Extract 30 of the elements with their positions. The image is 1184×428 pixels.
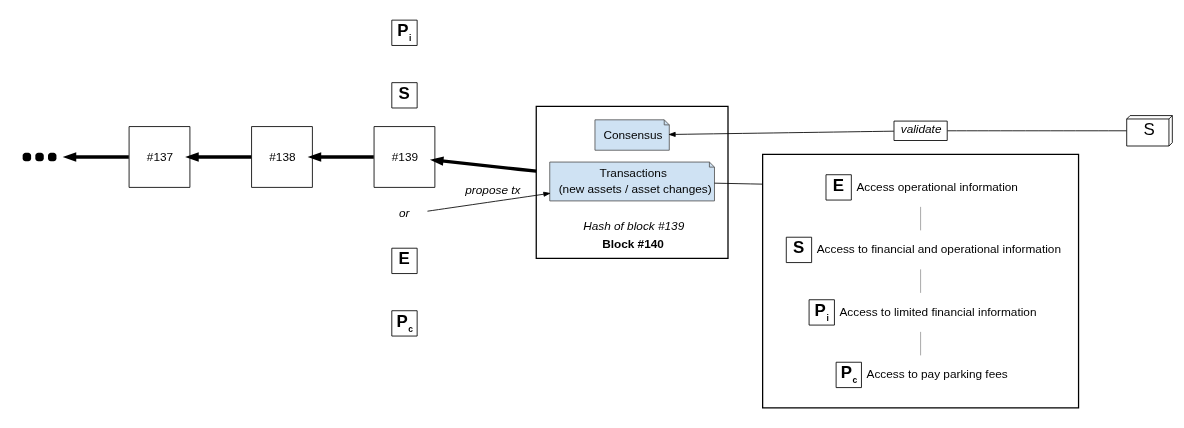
node-label: Access operational information: [856, 179, 1018, 194]
arrow: [307, 152, 374, 162]
edge-label: propose tx: [465, 183, 521, 198]
arrow: [429, 156, 537, 173]
node-text: or: [398, 205, 410, 220]
node-label: Access to financial and operational information: [816, 242, 1061, 257]
node-box: #139: [373, 126, 436, 188]
connector: [920, 268, 921, 294]
connector: [920, 206, 921, 231]
node-box: S: [391, 82, 418, 109]
node-box: validate: [893, 120, 948, 141]
node-box: S: [785, 236, 813, 263]
node-box: P$_{c}$: [391, 310, 418, 337]
node-box: E: [391, 247, 418, 274]
arrow: [185, 152, 252, 162]
connector: [714, 182, 764, 185]
arrow: [668, 130, 895, 137]
node-box: E: [825, 174, 852, 201]
connector: [920, 331, 921, 356]
node-label: Access to limited financial information: [839, 304, 1037, 319]
node-box: P$_{i}$: [808, 299, 835, 326]
node-label: Access to pay parking fees: [866, 367, 1008, 382]
node-box: P$_{c}$: [835, 361, 862, 388]
arrow: [62, 152, 129, 162]
node-box: #137: [128, 126, 191, 188]
arrow: [427, 191, 551, 212]
connector: [947, 130, 1127, 132]
cluster: [762, 153, 1080, 409]
node-box: P$_{i}$: [391, 19, 418, 46]
node-box: #138: [251, 126, 313, 188]
